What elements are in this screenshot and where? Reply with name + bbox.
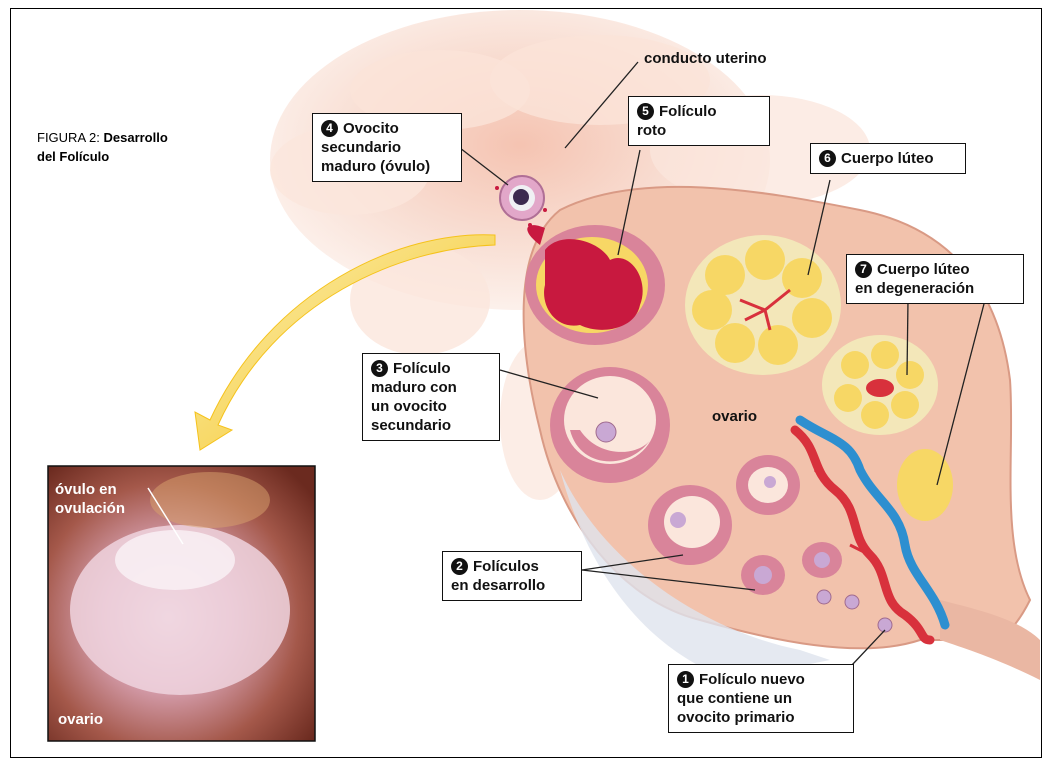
number-badge: 3 <box>371 360 388 377</box>
label-foliculo-nuevo: 1 Folículo nuevo que contiene un ovocito … <box>668 664 854 733</box>
label-line: ovocito primario <box>677 709 795 726</box>
label-ovocito-secundario: 4 Ovocito secundario maduro (óvulo) <box>312 113 462 182</box>
photo-label-ovario: ovario <box>58 711 103 728</box>
label-conducto-uterino: conducto uterino <box>644 50 767 67</box>
ruptured-follicle <box>525 225 665 345</box>
figure-caption: FIGURA 2: Desarrollo del Folículo <box>37 128 168 166</box>
label-line: un ovocito <box>371 398 447 415</box>
label-line: Cuerpo lúteo <box>877 261 970 278</box>
number-badge: 7 <box>855 261 872 278</box>
label-ovario: ovario <box>712 408 757 425</box>
label-line: maduro con <box>371 379 457 396</box>
caption-title-line1: Desarrollo <box>103 130 167 145</box>
label-line: maduro (óvulo) <box>321 158 430 175</box>
caption-prefix: FIGURA 2: <box>37 130 100 145</box>
photo-label-line2: ovulación <box>55 500 125 517</box>
caption-title-line2: del Folículo <box>37 149 109 164</box>
label-line: Folículo <box>659 103 717 120</box>
label-line: en degeneración <box>855 280 974 297</box>
number-badge: 1 <box>677 671 694 688</box>
label-foliculos-desarrollo: 2 Folículos en desarrollo <box>442 551 582 601</box>
mature-follicle <box>550 367 670 483</box>
label-line: Cuerpo lúteo <box>841 150 934 167</box>
number-badge: 6 <box>819 150 836 167</box>
number-badge: 2 <box>451 558 468 575</box>
number-badge: 4 <box>321 120 338 137</box>
label-line: Folículos <box>473 558 539 575</box>
number-badge: 5 <box>637 103 654 120</box>
photo-label-ovulo: óvulo en ovulación <box>55 480 125 518</box>
label-cuerpo-luteo: 6 Cuerpo lúteo <box>810 143 966 174</box>
photo-label-line1: óvulo en <box>55 481 117 498</box>
label-line: en desarrollo <box>451 577 545 594</box>
label-line: secundario <box>321 139 401 156</box>
label-line: que contiene un <box>677 690 792 707</box>
label-foliculo-roto: 5 Folículo roto <box>628 96 770 146</box>
corpus-luteum <box>685 235 841 375</box>
label-line: Folículo <box>393 360 451 377</box>
label-cuerpo-luteo-degeneracion: 7 Cuerpo lúteo en degeneración <box>846 254 1024 304</box>
label-line: secundario <box>371 417 451 434</box>
label-line: Ovocito <box>343 120 399 137</box>
label-line: roto <box>637 122 666 139</box>
label-foliculo-maduro: 3 Folículo maduro con un ovocito secundar… <box>362 353 500 441</box>
label-line: Folículo nuevo <box>699 671 805 688</box>
